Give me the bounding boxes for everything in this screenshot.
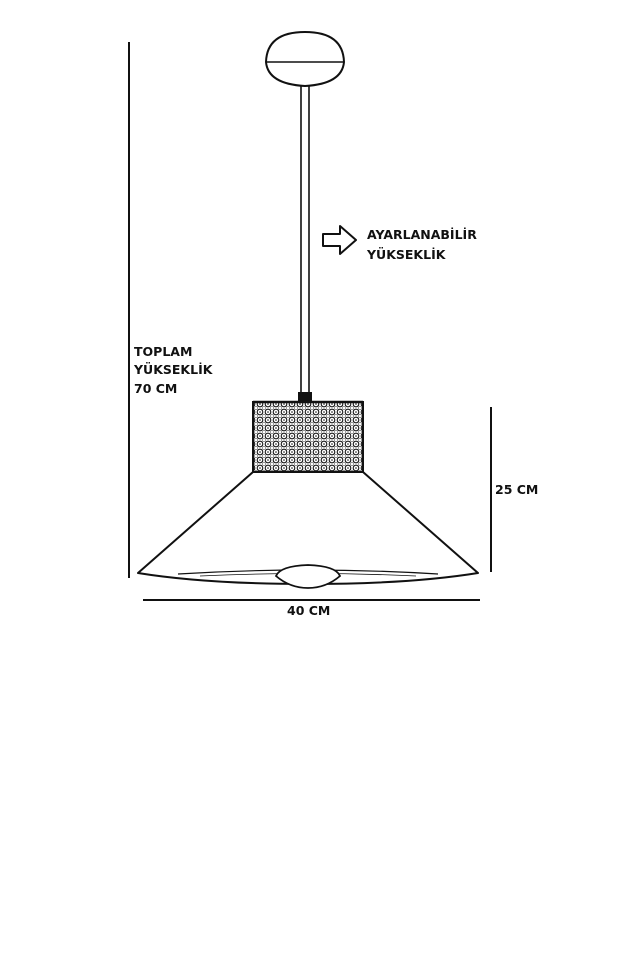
cord-holder — [298, 392, 312, 402]
rattan-cylinder — [252, 400, 364, 473]
adjustable-height-label-1: AYARLANABİLİR — [367, 227, 477, 242]
adjustable-height-label-2: YÜKSEKLİK — [366, 247, 447, 262]
ceiling-canopy — [264, 30, 346, 88]
total-height-label-3: 70 CM — [134, 381, 177, 396]
bulb — [274, 564, 342, 589]
width-label: 40 CM — [287, 603, 330, 618]
total-height-label-2: YÜKSEKLİK — [133, 362, 214, 377]
shade-height-label: 25 CM — [495, 482, 538, 497]
total-height-label-1: TOPLAM — [134, 344, 192, 359]
arrow-right-icon — [322, 225, 357, 255]
